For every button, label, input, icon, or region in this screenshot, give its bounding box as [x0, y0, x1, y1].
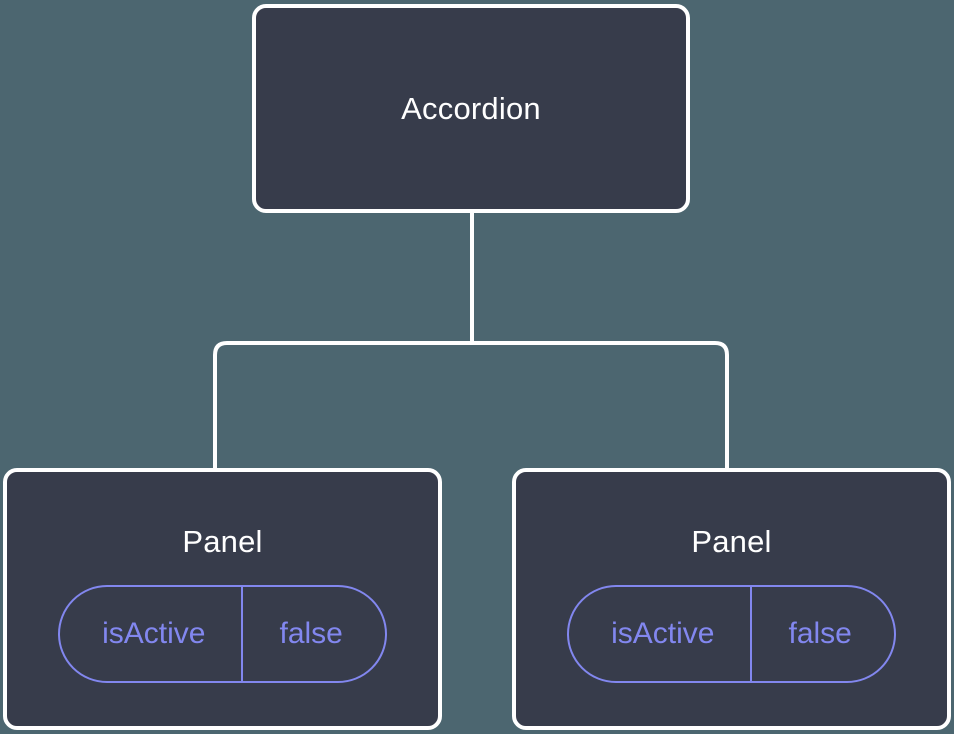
- node-panel[interactable]: Panel isActive false: [3, 468, 442, 730]
- edge-to-panel-0: [213, 341, 472, 470]
- prop-key: isActive: [611, 617, 715, 650]
- prop-key: isActive: [102, 617, 206, 650]
- edge-to-panel-1: [472, 341, 729, 470]
- node-panel-label: Panel: [182, 524, 263, 559]
- prop-badge-isactive[interactable]: isActive false: [58, 585, 387, 683]
- node-accordion[interactable]: Accordion: [252, 4, 690, 213]
- prop-badge-isactive[interactable]: isActive false: [567, 585, 896, 683]
- node-accordion-label: Accordion: [401, 91, 541, 126]
- node-panel[interactable]: Panel isActive false: [512, 468, 951, 730]
- prop-value: false: [241, 587, 384, 681]
- node-panel-label: Panel: [691, 524, 772, 559]
- prop-value: false: [750, 587, 893, 681]
